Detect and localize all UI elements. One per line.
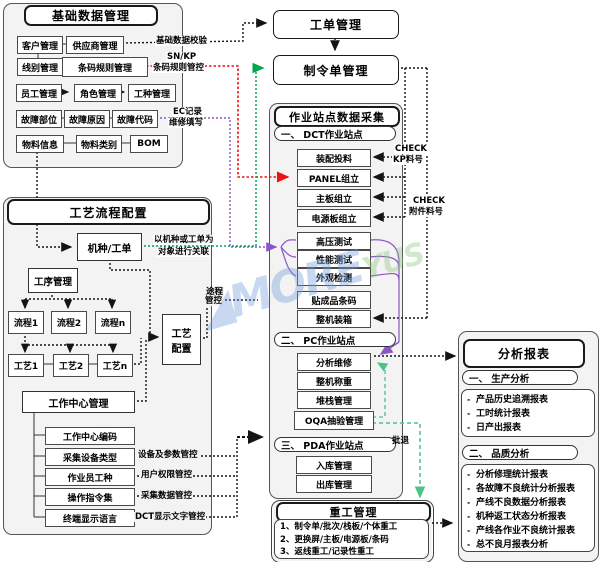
production-report-list: 产品历史追溯报表 工时统计报表 日产出报表 [461,389,595,437]
label-associate-line2: 对象进行关联 [157,247,211,257]
pda-station-header: 三、 PDA作业站点 [274,437,396,452]
box-work-order-mgmt[interactable]: 工单管理 [273,10,399,39]
box-powerboard-assembly[interactable]: 电源板组立 [297,209,371,227]
label-check-kp-line1: CHECK [394,144,428,154]
label-ec-record-line1: EC记录 [172,107,204,117]
box-warehouse-out[interactable]: 出库管理 [296,475,372,493]
label-snkp-line1: SN/KP [166,52,198,62]
label-check-kp-line2: KP料号 [392,155,424,165]
label-device-param-control: 设备及参数管控 [137,450,199,460]
box-device-type[interactable]: 采集设备类型 [45,448,135,466]
box-craft-n[interactable]: 工艺n [97,354,133,377]
station-title: 作业站点数据采集 [274,106,400,127]
box-flow-1[interactable]: 流程1 [8,311,44,334]
rework-list: 1、制令单/批次/栈板/个体重工 2、更换屏/主板/电源板/条码 3、返线重工/… [274,519,429,559]
rework-item: 3、返线重工/记录性重工 [280,547,375,557]
label-route-control-line1: 途程 [205,287,225,297]
report-item[interactable]: 总不良月报表分析 [466,538,594,552]
label-batch-reject: 批退 [392,436,410,446]
box-material-category[interactable]: 物料类别 [76,135,122,153]
box-fault-location[interactable]: 故障部位 [16,110,62,128]
box-bom[interactable]: BOM [130,135,168,153]
label-user-permission-control: 用户权限管控 [140,470,194,480]
box-assembly-feeding[interactable]: 装配投料 [297,149,371,167]
box-operator-worktype[interactable]: 作业员工种 [45,468,135,486]
box-mainboard-assembly[interactable]: 主板组立 [297,189,371,207]
report-item[interactable]: 产线各作业不良统计报表 [466,524,594,538]
production-analysis-header: 一、 生产分析 [462,370,578,385]
label-associate-line1: 以机种或工单为 [153,235,215,245]
report-item[interactable]: 产线不良数据分析报表 [466,496,594,510]
box-line-mgmt[interactable]: 线别管理 [17,58,63,76]
label-check-accessory-line1: CHECK [412,196,446,206]
basic-data-title: 基础数据管理 [24,5,158,26]
box-work-center-mgmt[interactable]: 工作中心管理 [22,391,135,413]
box-visual-inspection[interactable]: 外观检测 [297,268,371,286]
box-customer-mgmt[interactable]: 客户管理 [17,36,63,54]
label-basic-data-check: 基础数据校验 [155,36,209,46]
craft-config-line1: 工艺 [171,328,192,340]
report-item[interactable]: 机种返工状态分析报表 [466,510,594,524]
box-work-center-code[interactable]: 工作中心编码 [45,427,135,445]
box-packing[interactable]: 整机装箱 [297,310,371,328]
box-supplier-mgmt[interactable]: 供应商管理 [66,36,124,54]
box-instruction-set[interactable]: 操作指令集 [45,488,135,506]
dct-station-header: 一、 DCT作业站点 [274,126,396,141]
label-snkp-line2: 条码规则管控 [152,63,206,73]
box-barcode-rule-mgmt[interactable]: 条码规则管理 [62,57,148,77]
label-route-control-line2: 管控 [204,296,224,306]
box-material-info[interactable]: 物料信息 [16,135,64,153]
process-config-title: 工艺流程配置 [7,199,210,225]
quality-report-list: 分析修理统计报表 各故障不良统计分析报表 产线不良数据分析报表 机种返工状态分析… [461,464,595,552]
pc-station-header: 二、 PC作业站点 [274,332,396,347]
box-worktype-mgmt[interactable]: 工种管理 [128,84,176,102]
report-item[interactable]: 日产出报表 [466,421,594,435]
report-item[interactable]: 工时统计报表 [466,407,594,421]
box-weighing[interactable]: 整机称重 [297,372,371,390]
rework-item: 2、更换屏/主板/电源板/条码 [280,534,389,545]
box-hv-test[interactable]: 高压测试 [297,232,371,250]
rework-item: 1、制令单/批次/栈板/个体重工 [280,522,398,532]
box-oqa-sampling[interactable]: OQA抽验管理 [294,411,374,430]
box-performance-test[interactable]: 性能测试 [297,250,371,268]
box-panel-assembly[interactable]: PANEL组立 [297,169,371,187]
box-product-barcode[interactable]: 贴成品条码 [297,291,371,309]
label-dct-text-control: DCT显示文字管控 [134,512,207,522]
label-ec-record-line2: 维修填写 [168,118,205,128]
box-fault-code[interactable]: 故障代码 [112,110,158,128]
box-flow-n[interactable]: 流程n [95,311,131,334]
box-warehouse-in[interactable]: 入库管理 [296,456,372,474]
box-terminal-language[interactable]: 终端显示语言 [45,509,135,527]
label-data-collect-control: 采集数据管控 [140,491,194,501]
box-employee-mgmt[interactable]: 员工管理 [16,84,62,102]
box-model-workorder[interactable]: 机种/工单 [77,233,142,261]
box-role-mgmt[interactable]: 角色管理 [74,84,122,102]
box-mfg-order-mgmt[interactable]: 制令单管理 [273,55,399,85]
report-item[interactable]: 各故障不良统计分析报表 [466,482,594,496]
report-item[interactable]: 分析修理统计报表 [466,468,594,482]
box-stack-mgmt[interactable]: 堆栈管理 [297,391,371,409]
box-analysis-repair[interactable]: 分析维修 [297,353,371,371]
box-craft-config[interactable]: 工艺 配置 [162,314,201,365]
box-process-mgmt[interactable]: 工序管理 [28,268,78,293]
box-flow-2[interactable]: 流程2 [51,311,87,334]
quality-analysis-header: 二、 品质分析 [462,445,578,460]
report-item[interactable]: 产品历史追溯报表 [466,393,594,407]
box-fault-cause[interactable]: 故障原因 [64,110,110,128]
craft-config-line2: 配置 [171,343,192,355]
report-title: 分析报表 [463,339,585,368]
label-check-accessory-line2: 附件料号 [408,207,445,217]
box-craft-2[interactable]: 工艺2 [53,354,89,377]
box-craft-1[interactable]: 工艺1 [8,354,44,377]
